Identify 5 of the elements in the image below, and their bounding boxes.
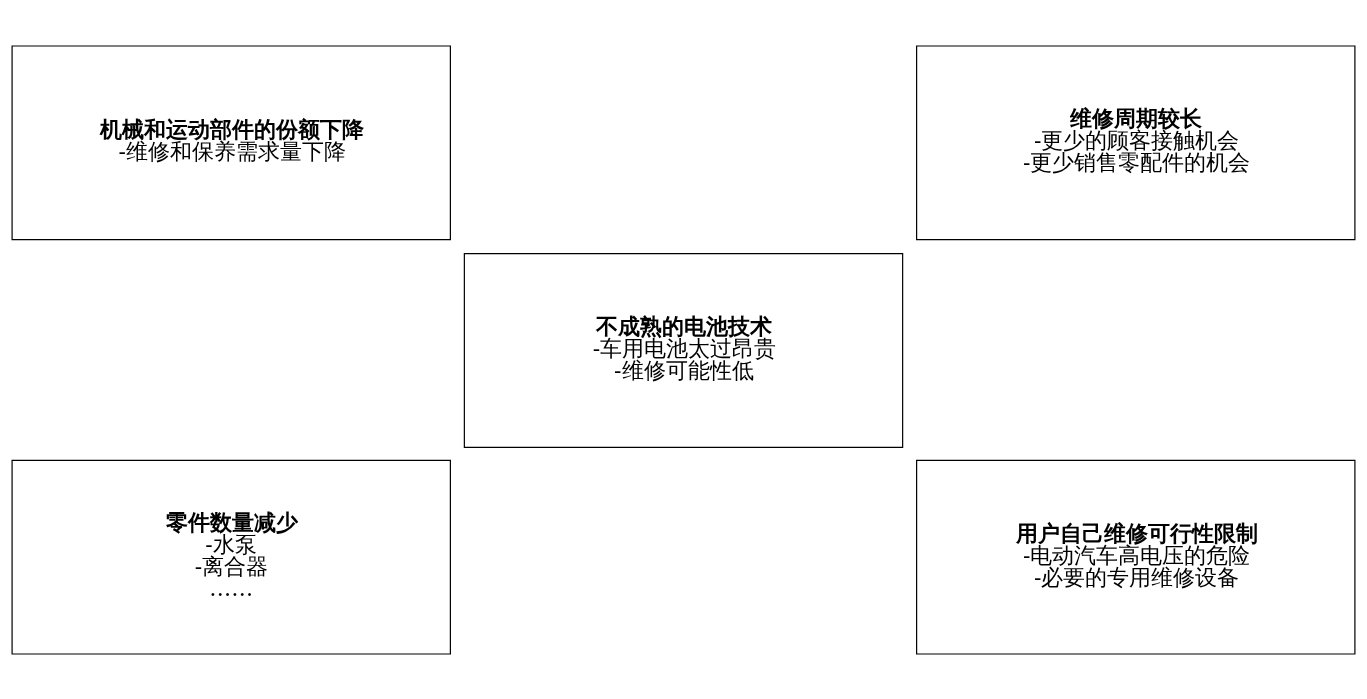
node-box: 用户自己维修可行性限制 -电动汽车高电压的危险 -必要的专用维修设备 — [916, 459, 1356, 655]
node-box: 不成熟的电池技术 -车用电池太过昂贵 -维修可能性低 — [463, 252, 904, 448]
node-box: 零件数量减少 -水泵 -离合器 …… — [11, 459, 451, 655]
node-box: 维修周期较长 -更少的顾客接触机会 -更少销售零配件的机会 — [916, 44, 1356, 240]
node-box: 机械和运动部件的份额下降 -维修和保养需求量下降 — [11, 44, 451, 240]
